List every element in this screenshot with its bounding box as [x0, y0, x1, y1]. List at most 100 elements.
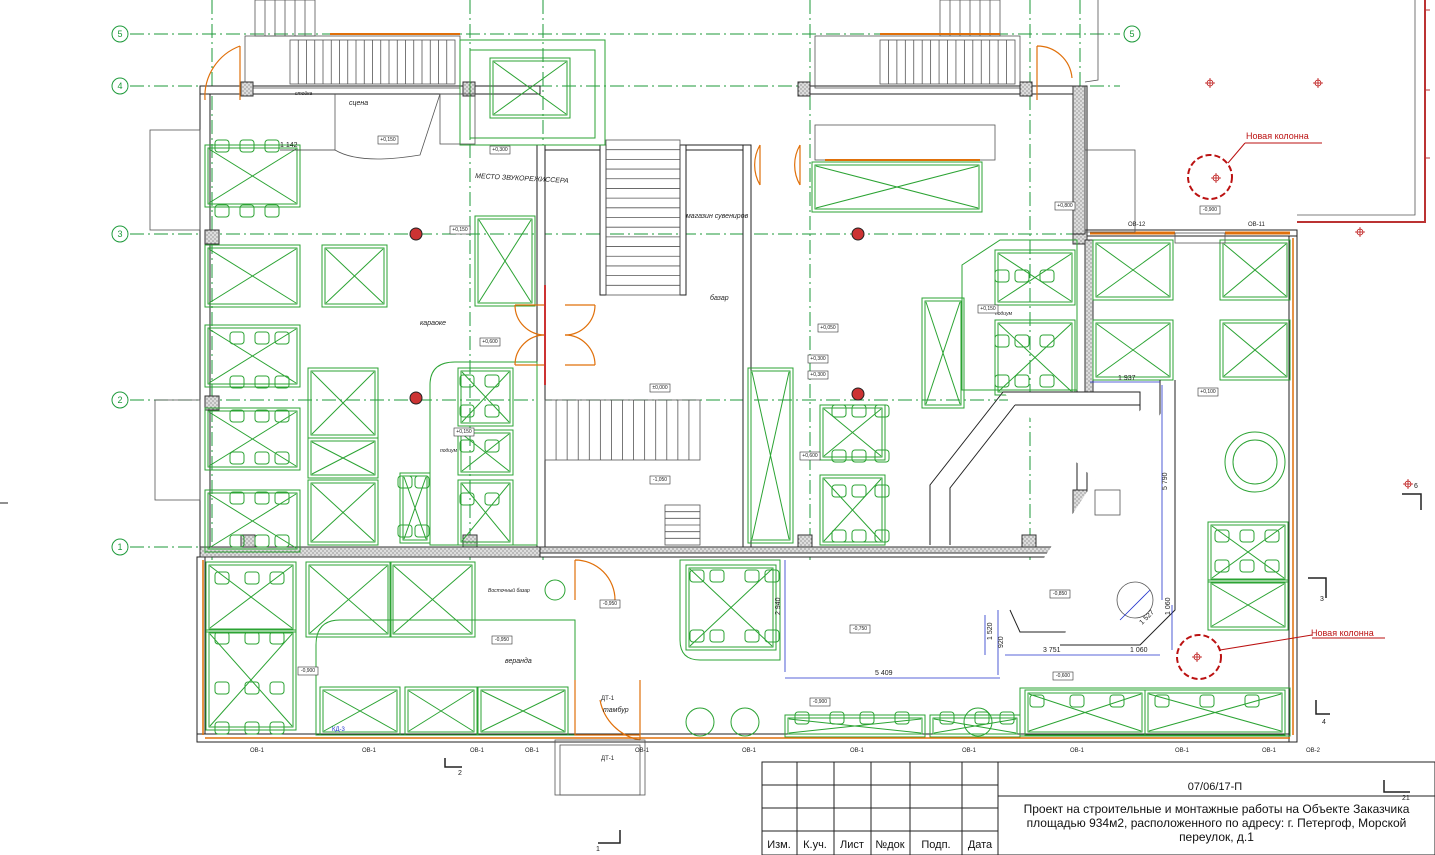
chair [269, 681, 285, 695]
table-booth [685, 564, 777, 651]
chair [1214, 529, 1230, 543]
elevation-tag: -0,900 [1199, 205, 1221, 215]
table-booth [1024, 689, 1146, 736]
label-podium: подиум [995, 311, 1013, 317]
table-booth [1207, 579, 1289, 631]
label-veranda: веранда [505, 657, 532, 665]
staircase [289, 39, 456, 85]
chair [764, 569, 780, 583]
round-table [963, 707, 993, 737]
svg-text:+0,150: +0,150 [380, 137, 396, 143]
elevation-tag: -0,950 [491, 635, 513, 645]
title-col: К.уч. [803, 839, 827, 851]
chair [744, 629, 760, 643]
chair [1199, 694, 1215, 708]
chair [874, 449, 890, 463]
chair [397, 475, 413, 489]
label-karaoke: караоке [420, 320, 446, 327]
table-booth [389, 561, 476, 638]
staircase [605, 139, 681, 296]
section-mark: 3 [1320, 596, 1324, 603]
svg-text:+0,300: +0,300 [492, 147, 508, 153]
window-tag: ОВ-1 [742, 748, 757, 754]
table-booth [307, 437, 379, 479]
chair [244, 571, 260, 585]
elevation-tag: +0,300 [807, 354, 829, 364]
chair [229, 331, 245, 345]
window-tag: ОВ-1 [962, 748, 977, 754]
title-col: Лист [840, 839, 864, 851]
chair [1109, 694, 1125, 708]
chair [1039, 374, 1055, 388]
svg-text:-0,900: -0,900 [301, 668, 315, 674]
section-mark: 6 [1414, 483, 1418, 490]
window-tag: ОВ-1 [1070, 748, 1085, 754]
window-tag: ОВ-11 [1248, 222, 1266, 228]
chair [1244, 694, 1260, 708]
chair [831, 484, 847, 498]
chair [1039, 269, 1055, 283]
svg-text:-0,950: -0,950 [495, 637, 509, 643]
svg-text:+0,800: +0,800 [1057, 203, 1073, 209]
svg-text:-0,950: -0,950 [603, 601, 617, 607]
chair [1029, 694, 1045, 708]
chair [484, 492, 500, 506]
elevation-tag: +0,600 [799, 451, 821, 461]
chair [1264, 559, 1280, 573]
table-booth [1219, 319, 1291, 381]
chair [1239, 529, 1255, 543]
chair [239, 139, 255, 153]
chair [229, 451, 245, 465]
grid-label: 4 [117, 81, 122, 91]
chair [939, 711, 955, 725]
svg-text:-0,600: -0,600 [1056, 673, 1070, 679]
dim-text: 1 142 [280, 142, 298, 149]
chair [1039, 334, 1055, 348]
elevation-tag: -0,850 [1049, 589, 1071, 599]
svg-text:+0,600: +0,600 [482, 339, 498, 345]
chair [244, 631, 260, 645]
svg-text:+0,150: +0,150 [456, 429, 472, 435]
table-booth [1207, 521, 1289, 583]
window-tag: ОВ-1 [1262, 748, 1277, 754]
chair [214, 204, 230, 218]
grid-bubbles: 5 4 3 2 1 5 1 [111, 25, 1141, 556]
chair [894, 711, 910, 725]
round-table [1232, 439, 1278, 485]
label-souvenir-shop: магазин сувениров [686, 213, 749, 220]
chair [274, 534, 290, 548]
table-booth [204, 244, 301, 308]
table-booth [921, 297, 965, 409]
label-bazaar-east: Восточный базар [488, 587, 530, 594]
label-vestibule: тамбур [603, 706, 629, 714]
round-columns [409, 227, 865, 405]
title-block: 07/06/17-П Изм. К.уч. Лист №док Подп. Да… [761, 761, 1435, 855]
label-bazaar: базар [710, 294, 729, 302]
chair [689, 629, 705, 643]
table-booth [994, 319, 1076, 396]
staircase [879, 39, 1016, 85]
furniture [204, 57, 1291, 738]
chair [709, 629, 725, 643]
staircase [254, 0, 316, 37]
dim-text: 1 060 [1165, 597, 1172, 615]
table-booth [811, 161, 983, 213]
elevation-tag: +0,800 [1054, 201, 1076, 211]
window-tag: ОВ-2 [1306, 748, 1321, 754]
svg-text:-0,850: -0,850 [1053, 591, 1067, 597]
chair [1239, 559, 1255, 573]
chair [397, 524, 413, 538]
window-tag: ОВ-1 [1175, 748, 1190, 754]
door-tag: ДТ-1 [601, 756, 615, 762]
chair [254, 375, 270, 389]
chair [459, 439, 475, 453]
table-booth [477, 686, 569, 736]
chair [851, 404, 867, 418]
elevation-tag: -0,900 [297, 666, 319, 676]
window-tag: ОВ-1 [250, 748, 265, 754]
elevation-tag: -0,950 [599, 599, 621, 609]
chair [484, 404, 500, 418]
svg-text:+0,150: +0,150 [452, 227, 468, 233]
chair [459, 404, 475, 418]
dim-text: 2 940 [775, 597, 782, 615]
